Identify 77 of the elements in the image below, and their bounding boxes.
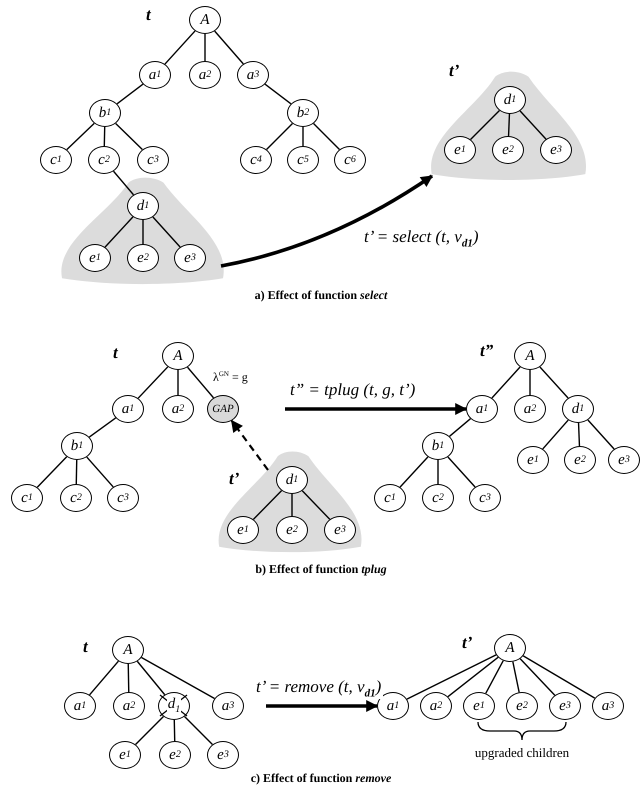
tree-branch [187,366,214,398]
tree-branch [512,662,520,692]
tree-branch [164,30,196,65]
tree-node: d$_{1}$ [158,692,190,720]
tree-branch [400,456,428,488]
tree-branch [437,460,439,484]
tree-branch [141,656,215,700]
tree-branch [174,720,176,742]
tree-branch [142,220,144,244]
tree-branch [66,122,95,150]
tree-branch [266,123,293,150]
tree-name: t’ [462,634,472,653]
tree-branch [447,656,499,698]
tree-branch [86,456,114,488]
tree-branch [485,660,504,694]
tree-branch [136,660,166,696]
tree-branch [88,417,116,438]
tree-branch [529,370,531,395]
tree-name: t [113,344,118,363]
note-text: upgraded children [474,746,570,760]
panel-caption: c) Effect of function remove [250,772,392,786]
tree-branch [508,114,510,136]
tree-branch [302,127,304,146]
arrow [220,174,433,268]
tree-branch [578,422,580,446]
tree-branch [252,490,282,520]
tree-branch [135,716,164,745]
panel-caption: a) Effect of function select [254,289,388,302]
tree-branch [128,664,130,692]
tree-name: t [146,6,151,25]
edge-label: t” = tplug (t, g, t’) [288,381,418,400]
tree-branch [447,456,476,488]
tree-branch [520,658,556,696]
tree-branch [542,420,569,450]
tree-branch [522,655,596,699]
tree-branch [76,460,78,484]
tree-branch [113,170,134,196]
tree-branch [184,716,213,745]
tree-branch [313,123,340,150]
tree-node: A [162,342,194,370]
tree-branch [264,84,292,104]
tree-branch [116,84,144,104]
tree-node: A [494,634,526,662]
tree-branch [291,494,293,516]
tree-node: A [112,636,144,664]
tree-branch [138,366,168,399]
tree-branch [104,126,106,146]
edge-label: t’ = remove (t, v$_{d1}$) [254,678,384,700]
tree-branch [177,370,179,395]
tree-node: A [189,6,221,34]
edge-label: t’ = select (t, v$_{d1}$) [362,228,481,250]
tree-branch [36,456,68,488]
tree-branch [520,110,546,140]
tree-branch [302,490,330,520]
tree-name: t [83,638,88,657]
tree-branch [539,366,569,398]
tree-name: t’ [229,470,240,489]
tree-branch [491,366,521,398]
tree-branch [449,418,471,437]
tree-branch [470,110,500,140]
tree-branch [214,30,244,64]
tree-branch [152,216,181,248]
panel-caption: b) Effect of function tplug [255,563,387,576]
tree-branch [204,34,206,61]
tree-branch [587,420,615,450]
node-annotation: λ$^{GN}$ = g [213,371,248,384]
arrow [230,420,269,471]
tree-node: A [514,342,546,370]
tree-branch [406,654,496,700]
tree-branch [115,122,143,150]
tree-branch [89,660,119,696]
tree-branch [104,216,134,248]
arrow [266,700,378,712]
tree-name: t” [480,342,494,361]
arrow [285,403,468,415]
tree-node: GAP [207,395,239,423]
tree-name: t’ [449,62,460,81]
